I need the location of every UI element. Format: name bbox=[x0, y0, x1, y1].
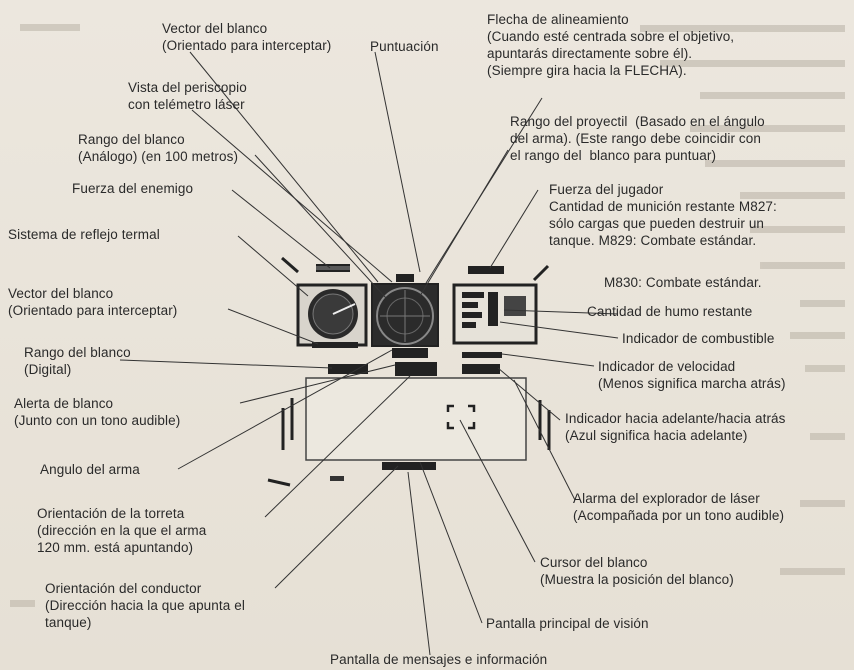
enemy-strength-bar bbox=[316, 264, 350, 272]
hud-frame bbox=[267, 256, 551, 487]
target-vector-bar bbox=[312, 342, 358, 348]
label-target-alert: Alerta de blanco (Junto con un tono audi… bbox=[14, 396, 181, 428]
main-view bbox=[305, 377, 527, 461]
center-readout bbox=[395, 362, 437, 376]
label-turret-orientation: Orientación de la torreta (dirección en … bbox=[37, 506, 207, 555]
label-periscope-view: Vista del periscopio con telémetro láser bbox=[128, 80, 247, 112]
label-gun-angle: Angulo del arma bbox=[40, 462, 140, 477]
label-laser-alarm: Alarma del explorador de láser (Acompaña… bbox=[573, 491, 785, 523]
label-enemy-strength: Fuerza del enemigo bbox=[72, 181, 194, 196]
label-message-screen: Pantalla de mensajes e información bbox=[330, 652, 548, 667]
periscope-view bbox=[371, 274, 439, 358]
label-target-cursor: Cursor del blanco (Muestra la posición d… bbox=[540, 555, 734, 587]
label-player-strength: Fuerza del jugador Cantidad de munición … bbox=[549, 182, 777, 248]
direction-indicator bbox=[462, 364, 500, 374]
player-strength-bar bbox=[468, 266, 504, 274]
label-fuel-indicator: Indicador de combustible bbox=[622, 331, 775, 346]
label-target-range-digital: Rango del blanco (Digital) bbox=[24, 345, 131, 377]
message-bar bbox=[382, 462, 436, 470]
label-target-vector-left: Vector del blanco (Orientado para interc… bbox=[8, 286, 178, 318]
speed-indicator bbox=[462, 352, 502, 358]
status-panel bbox=[452, 283, 538, 345]
target-cursor bbox=[446, 404, 476, 430]
digital-range-readout bbox=[328, 364, 368, 374]
label-forward-back: Indicador hacia adelante/hacia atrás (Az… bbox=[565, 411, 786, 443]
label-thermal-system: Sistema de reflejo termal bbox=[8, 227, 160, 242]
label-main-view: Pantalla principal de visión bbox=[486, 616, 649, 631]
label-driver-orientation: Orientación del conductor (Dirección hac… bbox=[45, 581, 245, 630]
label-alignment-arrow: Flecha de alineamiento (Cuando esté cent… bbox=[487, 12, 735, 78]
label-speed-indicator: Indicador de velocidad (Menos significa … bbox=[598, 359, 786, 391]
label-score: Puntuación bbox=[370, 39, 439, 54]
label-smoke-remaining: Cantidad de humo restante bbox=[587, 304, 753, 319]
label-projectile-range: Rango del proyectil (Basado en el ángulo… bbox=[510, 114, 765, 163]
label-target-range-analog: Rango del blanco (Análogo) (en 100 metro… bbox=[78, 132, 239, 164]
label-m830: M830: Combate estándar. bbox=[604, 275, 762, 290]
label-target-vector-top: Vector del blanco (Orientado para interc… bbox=[162, 21, 332, 53]
